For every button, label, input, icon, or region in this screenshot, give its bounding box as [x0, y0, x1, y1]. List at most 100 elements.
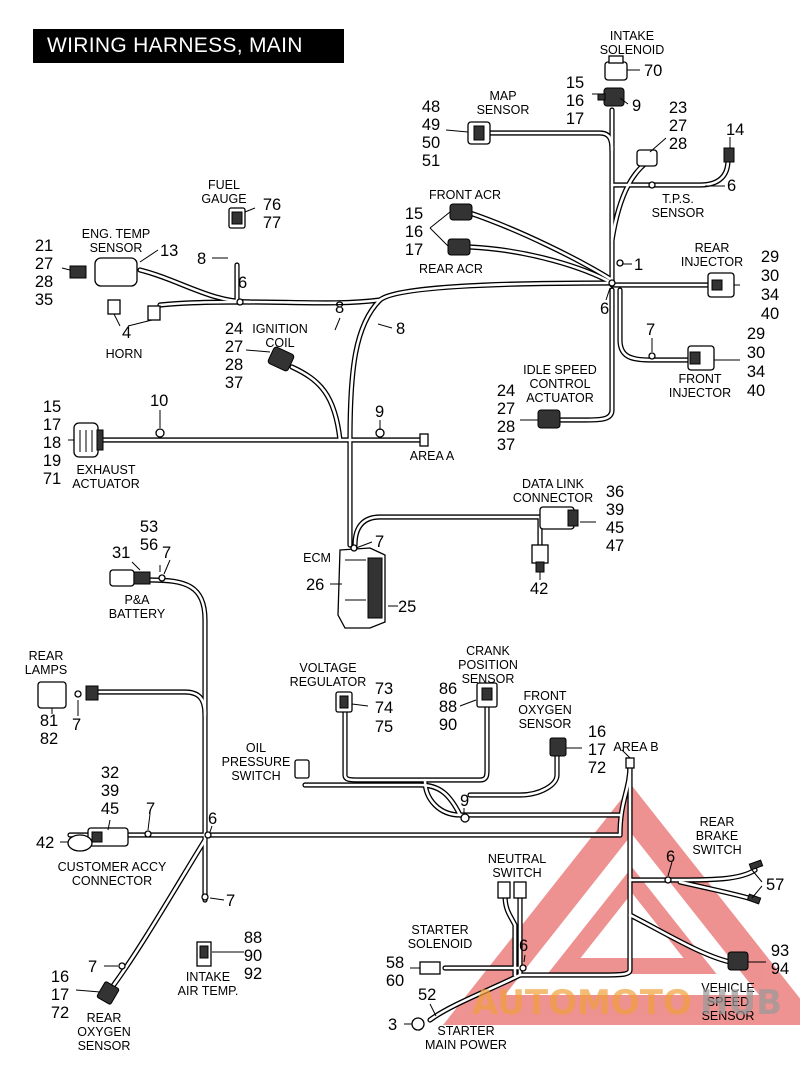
harness-wire-inner	[610, 158, 652, 242]
text-line: HORN	[106, 347, 143, 361]
label-area-a: AREA A	[410, 449, 455, 463]
callout-intake-solenoid: 70	[644, 62, 662, 80]
voltage-regulator-connector	[335, 691, 353, 713]
text-line: 75	[375, 718, 393, 736]
text-line: 28	[225, 356, 243, 374]
text-line: 35	[35, 291, 53, 309]
text-line: 15	[566, 74, 584, 92]
text-line: 58	[386, 954, 404, 972]
text-line: VOLTAGE	[299, 661, 356, 675]
text-line: 90	[244, 947, 262, 965]
fuel-gauge-component	[228, 207, 246, 229]
harness-wire	[609, 157, 653, 243]
text-line: CONNECTOR	[513, 491, 593, 505]
callout-clip10: 10	[150, 392, 168, 410]
text-line: 17	[588, 741, 606, 759]
rear-brake-switch-leads	[746, 859, 764, 905]
text-line: SENSOR	[519, 717, 572, 731]
text-line: OXYGEN	[518, 703, 572, 717]
text-line: 18	[43, 434, 61, 452]
front-oxygen-connector	[549, 737, 567, 757]
label-front-acr: FRONT ACR	[429, 188, 501, 202]
harness-wire	[347, 280, 615, 443]
text-line: 76	[263, 196, 281, 214]
text-line: 71	[43, 470, 61, 488]
customer-accy-connector	[67, 827, 129, 852]
harness-wire	[289, 364, 343, 443]
text-line: INJECTOR	[681, 255, 743, 269]
text-line: 90	[439, 716, 457, 734]
text-line: 24	[225, 320, 243, 338]
diagram-title: WIRING HARNESS, MAIN	[33, 29, 344, 63]
neutral-switch-connectors	[497, 881, 527, 899]
text-line: FRONT	[523, 689, 566, 703]
text-line: FUEL	[208, 178, 240, 192]
text-line: VEHICLE	[701, 981, 755, 995]
harness-wire-inner	[488, 131, 614, 152]
callout-starter-main-power: 52	[418, 986, 436, 1004]
callout-pa-battery-clip: 7	[162, 544, 171, 562]
text-line: OIL	[246, 741, 266, 755]
text-line: FRONT ACR	[429, 188, 501, 202]
text-line: 40	[761, 305, 779, 323]
harness-wire-inner	[518, 763, 632, 977]
callout-clip7-iat: 7	[226, 892, 235, 910]
harness-wire-inner	[558, 288, 614, 422]
harness-wire-inner	[108, 838, 207, 992]
harness-wire-inner	[290, 365, 342, 442]
text-line: 39	[101, 782, 119, 800]
text-line: FRONT	[678, 372, 721, 386]
text-line: 28	[35, 273, 53, 291]
text-line: INTAKE	[186, 970, 230, 984]
callout-ecm-left: 26	[306, 576, 324, 594]
ignition-coil-connector	[267, 346, 295, 372]
harness-wire	[342, 702, 490, 783]
callout-clip6-temp: 6	[238, 274, 247, 292]
text-line: 32	[101, 764, 119, 782]
harness-wire-inner	[93, 690, 207, 717]
text-line: 92	[244, 965, 262, 983]
text-line: T.P.S.	[662, 192, 694, 206]
text-line: REAR	[29, 649, 64, 663]
text-line: 34	[747, 363, 765, 381]
text-line: SENSOR	[462, 672, 515, 686]
callout-tps-top: 14	[726, 121, 744, 139]
text-line: 45	[101, 800, 119, 818]
front-injector-connector	[687, 345, 715, 371]
harness-wire-inner	[618, 288, 692, 362]
text-line: 19	[43, 452, 61, 470]
text-line: AREA B	[613, 740, 658, 754]
text-line: IGNITION	[252, 322, 308, 336]
callout-rear-lamps-clip: 7	[72, 716, 81, 734]
callout-eng-temp-sensor: 13	[160, 242, 178, 260]
text-line: 16	[405, 223, 423, 241]
text-line: SENSOR	[78, 1039, 131, 1053]
callout-clip6-center: 6	[600, 300, 609, 318]
callout-ecm-right: 25	[398, 598, 416, 616]
text-line: 56	[140, 536, 158, 554]
text-line: 72	[588, 759, 606, 777]
text-line: 47	[606, 537, 624, 555]
harness-wire-inner	[428, 973, 522, 1022]
text-line: 37	[497, 436, 515, 454]
text-line: 30	[761, 267, 779, 285]
